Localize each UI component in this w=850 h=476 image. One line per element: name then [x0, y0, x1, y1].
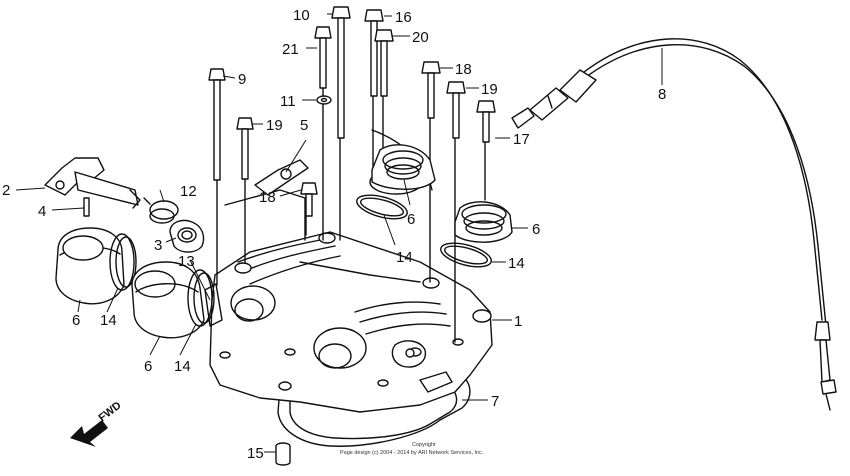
callout-13: 13 [178, 253, 195, 270]
bolt-16 [364, 9, 384, 97]
o-ring-14-upper-mid [356, 194, 408, 220]
cable-8 [511, 38, 837, 411]
callout-20: 20 [412, 29, 429, 46]
bolt-17 [476, 100, 496, 143]
spring-12 [143, 197, 179, 224]
callout-10: 10 [293, 7, 310, 24]
callout-12: 12 [180, 183, 197, 200]
bolt-18-small [300, 182, 318, 217]
callout-1: 1 [514, 313, 522, 330]
o-ring-14-center-left [187, 269, 215, 327]
head-cover [209, 169, 509, 413]
callout-9: 9 [238, 71, 246, 88]
callout-19-left: 19 [266, 117, 283, 134]
copyright-line2: Page design (c) 2004 - 2014 by ARI Netwo… [340, 450, 484, 456]
callout-14-upper-mid: 14 [396, 249, 413, 266]
callout-2: 2 [2, 182, 10, 199]
spring-3 [169, 219, 205, 253]
callout-18-right: 18 [455, 61, 472, 78]
callout-15: 15 [247, 445, 264, 462]
bolt-10 [331, 6, 351, 139]
bolt-21 [314, 26, 332, 89]
callout-6-right: 6 [532, 221, 540, 238]
callout-21: 21 [282, 41, 299, 58]
callout-16: 16 [395, 9, 412, 26]
cap-6-right [454, 201, 513, 243]
cap-6-left [55, 227, 125, 305]
bolt-18-top [421, 61, 441, 119]
callout-7: 7 [491, 393, 499, 410]
callout-17: 17 [513, 131, 530, 148]
callout-6-upper-mid: 6 [407, 211, 415, 228]
copyright: Copyright Page design (c) 2004 - 2014 by… [340, 442, 484, 456]
bolt-19-right [446, 81, 466, 139]
callouts: 2 4 3 12 13 6 14 6 14 9 19 5 18 21 11 10… [2, 7, 666, 462]
fwd-label: FWD [96, 399, 123, 424]
callout-6-center-left: 6 [144, 358, 152, 375]
callout-5: 5 [300, 117, 308, 134]
bracket [254, 159, 309, 196]
seal-13 [204, 283, 223, 327]
callout-14-right: 14 [508, 255, 525, 272]
o-ring-14-right [440, 242, 492, 268]
pin-4 [83, 197, 90, 217]
callout-14-left: 14 [100, 312, 117, 329]
callout-18-left: 18 [259, 189, 276, 206]
fwd-arrow: FWD [70, 399, 124, 447]
callout-14-center-left: 14 [174, 358, 191, 375]
callout-6-left: 6 [72, 312, 80, 329]
callout-19-right: 19 [481, 81, 498, 98]
callout-3: 3 [154, 237, 162, 254]
leader-lines [15, 13, 663, 453]
washer-11 [316, 95, 332, 105]
callout-11: 11 [280, 93, 296, 110]
bolt-9 [208, 68, 226, 181]
bolt-19-left [236, 117, 254, 180]
bolt-20 [374, 29, 394, 97]
cap-6-center-left [131, 261, 205, 339]
callout-4: 4 [38, 203, 46, 220]
cap-6-upper-mid [371, 144, 436, 190]
callout-8: 8 [658, 86, 666, 103]
lever-shaft-2 [44, 157, 141, 209]
copyright-line1: Copyright [412, 442, 436, 448]
dowel-15 [275, 442, 291, 466]
o-ring-14-left [109, 233, 137, 291]
